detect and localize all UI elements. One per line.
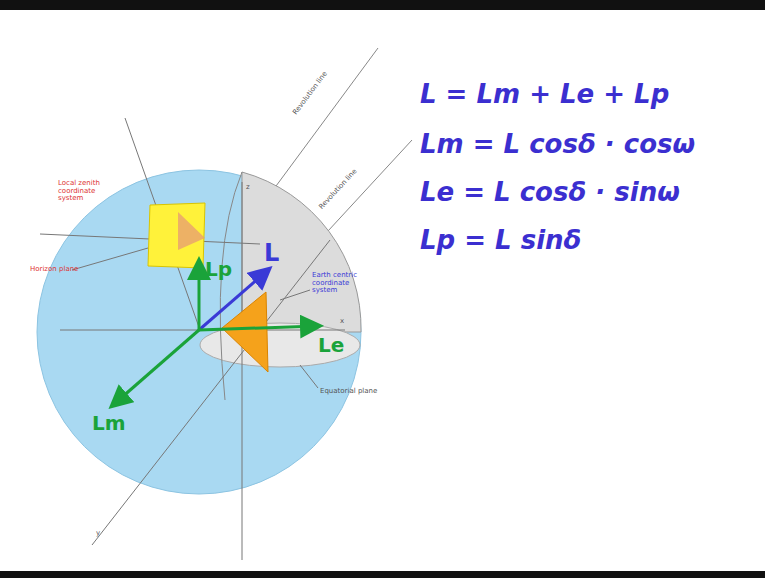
frame-bar <box>0 571 765 578</box>
axis-letter: z <box>246 184 250 192</box>
plane-label: Equatorial plane <box>320 388 377 396</box>
frame-bar <box>0 0 765 10</box>
axis-letter: y <box>96 530 100 538</box>
axis-letter: x <box>340 318 344 326</box>
line-label: Revolution line <box>292 71 329 117</box>
vector-label: Lm <box>92 412 126 434</box>
system-label: Local zenith coordinate system <box>58 180 110 203</box>
vector-label: Lp <box>205 258 232 280</box>
equation: L = Lm + Le + Lp <box>420 80 669 109</box>
vector-label: L <box>264 240 279 266</box>
plane-label: Horizon plane <box>30 266 78 274</box>
equation: Lp = L sinδ <box>420 226 581 255</box>
equation: Le = L cosδ · sinω <box>420 178 680 207</box>
vector-label: Le <box>318 334 344 356</box>
equation: Lm = L cosδ · cosω <box>420 130 695 159</box>
system-label: Earth centric coordinate system <box>312 272 370 295</box>
